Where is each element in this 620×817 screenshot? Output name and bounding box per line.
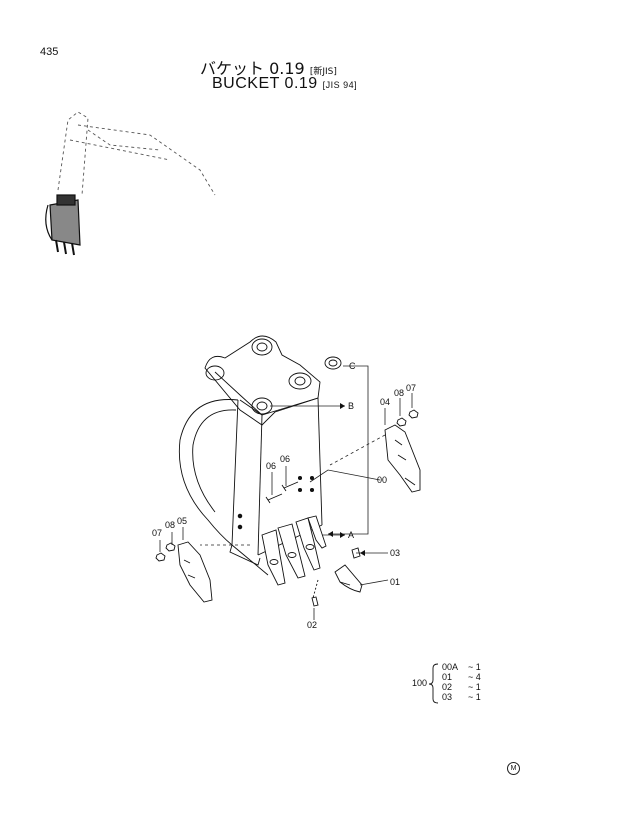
title-english: BUCKET 0.19 [JIS 94] [212, 75, 357, 93]
manufacturer-mark-icon: M [507, 762, 520, 775]
nut-left [155, 542, 176, 562]
side-cutter-right-part-04 [384, 424, 421, 493]
kit-qty: ~ 1 [468, 662, 481, 672]
side-cutter-left-part-05 [177, 541, 213, 603]
pin-part-02 [311, 579, 319, 607]
callout-08-left: 08 [165, 520, 176, 530]
kit-code: 01 [442, 672, 453, 682]
callout-ref-C: C [349, 361, 356, 371]
kit-qty: ~ 1 [468, 692, 481, 702]
kit-row: 03 ~ 1 [442, 692, 481, 702]
callout-03: 03 [390, 548, 401, 558]
callout-06-left: 06 [266, 461, 277, 471]
callout-08-right: 08 [394, 388, 405, 398]
tooth-part-01 [334, 564, 363, 593]
kit-qty: ~ 1 [468, 682, 481, 692]
title-english-tag: [JIS 94] [322, 80, 358, 90]
callout-06-right: 06 [280, 454, 291, 464]
callout-01: 01 [390, 577, 401, 587]
kit-row: 02 ~ 1 [442, 682, 481, 692]
title-japanese-tag: [新JIS] [309, 67, 337, 77]
washer-part-C [324, 356, 342, 370]
callout-05: 05 [177, 516, 188, 526]
excavator-arm-thumbnail-icon [57, 111, 216, 196]
title-japanese-text: バケット 0.19 [200, 59, 305, 78]
title-english-text: BUCKET 0.19 [212, 75, 318, 92]
kit-brace [428, 663, 439, 704]
kit-row: 01 ~ 4 [442, 672, 481, 682]
kit-code: 00A [442, 662, 459, 672]
leader-arrows [328, 403, 365, 556]
title-japanese: バケット 0.19 [新JIS] [200, 55, 337, 79]
callout-04: 04 [380, 397, 391, 407]
nut-right [396, 409, 419, 427]
callout-00: 00 [377, 475, 388, 485]
bucket-thumbnail-icon [45, 194, 81, 256]
kit-code: 03 [442, 692, 453, 702]
kit-parent-number: 100 [412, 678, 428, 688]
bolts-part-06 [265, 481, 299, 504]
leader-lines [159, 365, 413, 620]
callout-07-right: 07 [406, 383, 417, 393]
lock-part-03 [351, 547, 361, 559]
callout-ref-B: B [348, 401, 355, 411]
page-number: 435 [40, 46, 59, 58]
kit-code: 02 [442, 682, 453, 692]
kit-qty: ~ 4 [468, 672, 481, 682]
callout-02: 02 [307, 620, 318, 630]
kit-row: 00A ~ 1 [442, 662, 481, 672]
kit-list: 00A ~ 1 01 ~ 4 02 ~ 1 03 ~ 1 [442, 662, 481, 702]
bucket-teeth [261, 515, 327, 586]
bucket-body [178, 335, 323, 576]
callout-ref-A: A [348, 530, 355, 540]
callout-07-left: 07 [152, 528, 163, 538]
